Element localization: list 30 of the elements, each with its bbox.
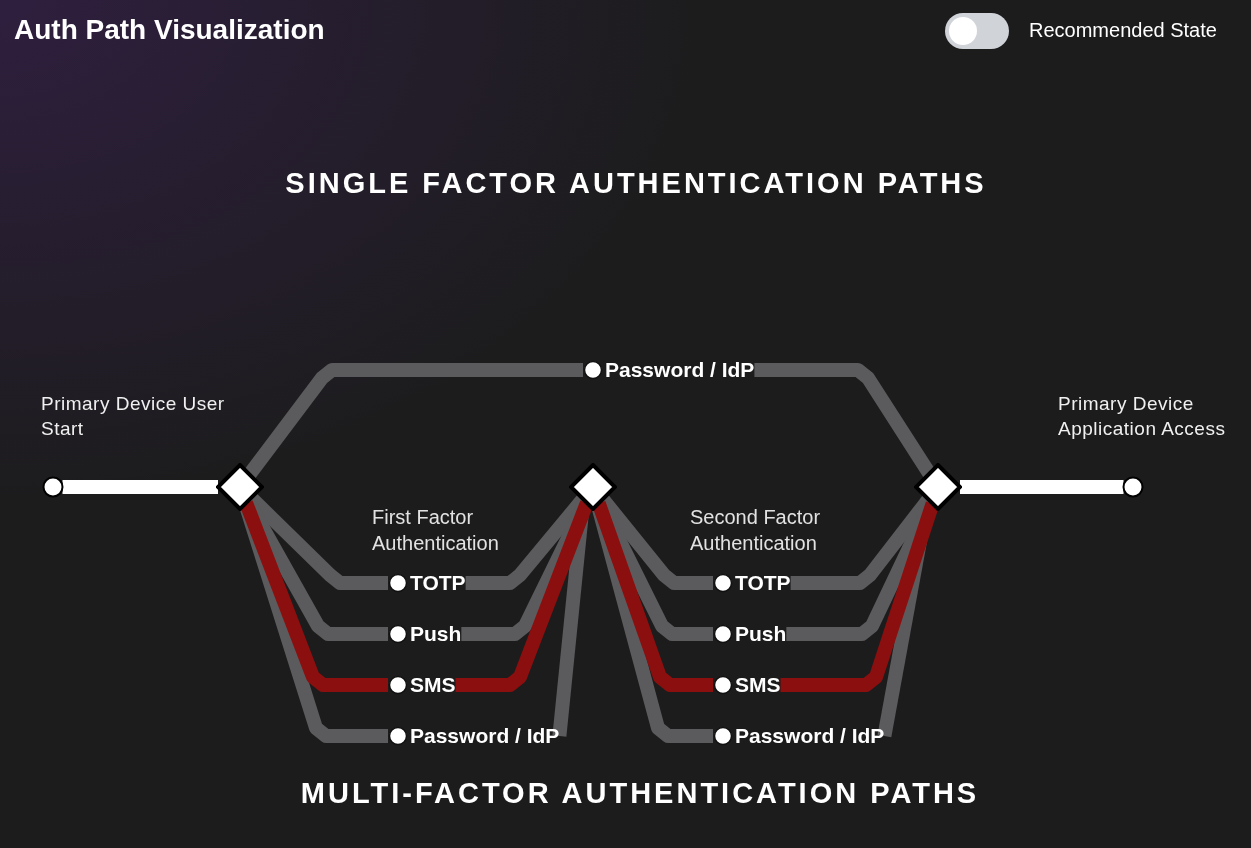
- path-line: [243, 363, 583, 479]
- endpoint-circle: [1122, 476, 1144, 498]
- path-label: Push: [410, 623, 462, 645]
- group-label: Second Factor Authentication: [690, 505, 822, 556]
- path-label: Password / IdP: [410, 725, 560, 747]
- path-label: Push: [735, 623, 787, 645]
- decision-diamond: [914, 463, 962, 511]
- toggle-label: Recommended State: [1029, 19, 1217, 42]
- path-line: [960, 480, 1124, 494]
- path-line: [780, 501, 940, 692]
- decision-diamond: [569, 463, 617, 511]
- endpoint-circle: [42, 476, 64, 498]
- page-title: Auth Path Visualization: [14, 14, 325, 46]
- path-label: TOTP: [735, 572, 791, 594]
- path-label: TOTP: [410, 572, 466, 594]
- path-line: [455, 500, 594, 692]
- endpoint-caption: Primary Device User Start: [41, 392, 226, 441]
- path-line: [592, 500, 713, 692]
- path-line: [754, 363, 936, 478]
- decision-diamond: [216, 463, 264, 511]
- path-label: SMS: [735, 674, 781, 696]
- endpoint-caption: Primary Device Application Access: [1058, 392, 1227, 441]
- group-label: First Factor Authentication: [372, 505, 500, 556]
- path-line: [62, 480, 218, 494]
- path-label: SMS: [410, 674, 456, 696]
- section-heading: SINGLE FACTOR AUTHENTICATION PATHS: [285, 167, 987, 200]
- section-heading: MULTI-FACTOR AUTHENTICATION PATHS: [300, 777, 980, 810]
- path-label: Password / IdP: [735, 725, 885, 747]
- path-label: Password / IdP: [605, 359, 755, 381]
- path-line: [239, 500, 388, 692]
